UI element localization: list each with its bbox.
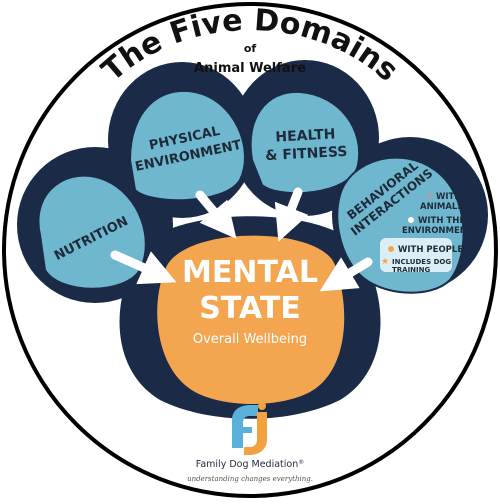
item-animals-line2: ANIMALS [420, 202, 463, 212]
pad-subtitle: Overall Wellbeing [193, 332, 307, 347]
label-health-line2: & FITNESS [265, 144, 348, 164]
pad-title-line1: MENTAL [182, 255, 318, 290]
dot-with-environment [408, 217, 414, 223]
family-dog-mediation-logo [232, 402, 267, 455]
item-training-line1: INCLUDES DOG [392, 258, 451, 266]
arrow-behavioral-interactions [319, 257, 373, 292]
dot-with-animals [427, 193, 433, 199]
star-icon: ★ [381, 257, 389, 267]
arrow-physical-environment [195, 190, 237, 239]
arrow-health-fitness [274, 187, 309, 242]
behavioral-highlight-strip [380, 238, 452, 272]
toe-physical-environment [128, 89, 246, 202]
pad-title-line2: STATE [199, 291, 301, 326]
behavioral-items: WITH ANIMALS WITH THE ENVIRONMENT WITH P… [381, 192, 473, 274]
arrows [110, 187, 373, 292]
dot-with-people [388, 246, 394, 252]
arrow-nutrition [110, 250, 177, 285]
item-training-line2: TRAINING [392, 266, 431, 274]
label-health-fitness: HEALTH & FITNESS [265, 126, 348, 164]
label-health-line1: HEALTH [275, 126, 336, 145]
mental-state-pad [157, 235, 345, 404]
brand-tagline: understanding changes everything. [187, 475, 313, 483]
item-environment-line1: WITH THE [418, 216, 465, 226]
title-subtitle: Animal Welfare [194, 61, 306, 76]
title-of: of [244, 42, 257, 55]
item-with-people: WITH PEOPLE [398, 245, 463, 255]
item-animals-line1: WITH [436, 192, 461, 202]
item-environment-line2: ENVIRONMENT [402, 226, 473, 236]
brand-name: Family Dog Mediation® [196, 459, 305, 470]
